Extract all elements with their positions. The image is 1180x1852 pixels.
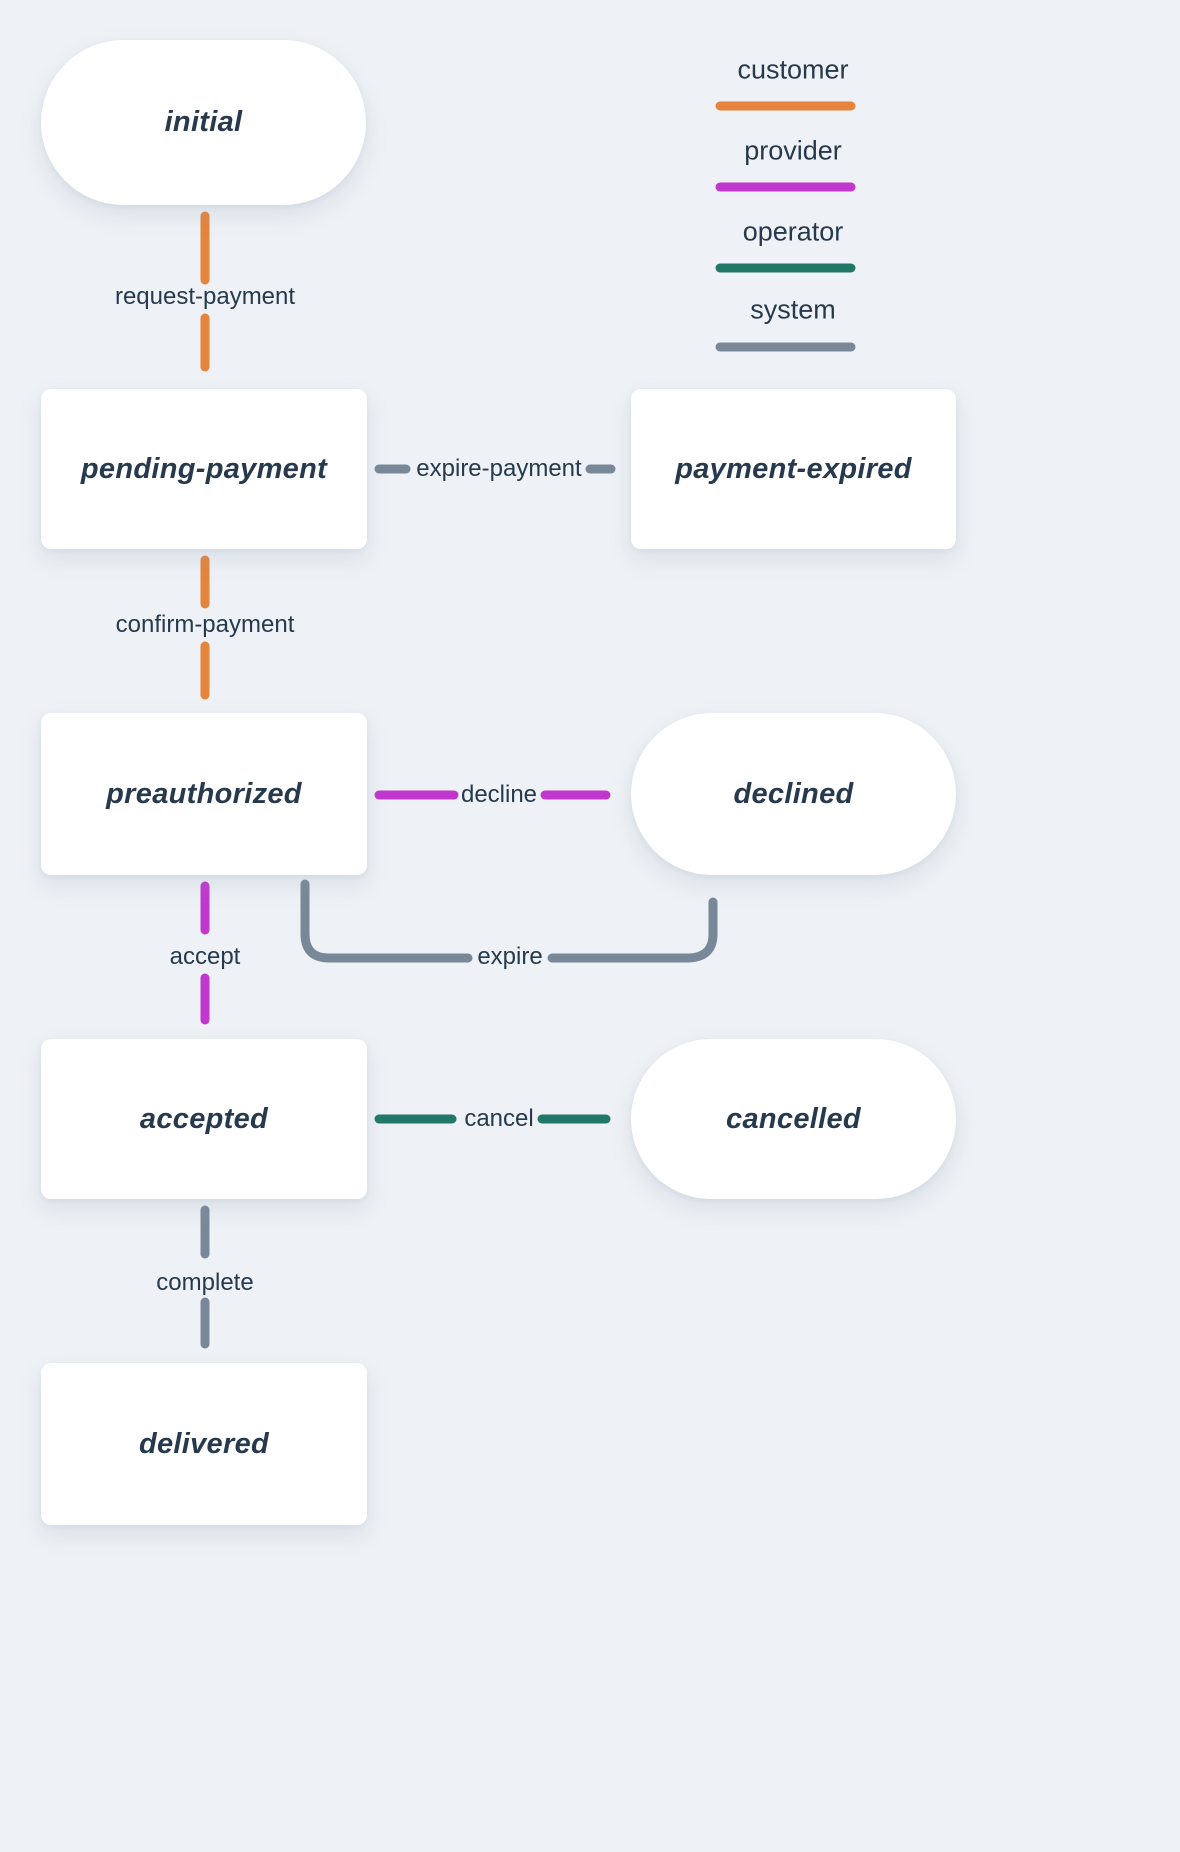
edge-label-accept: accept (169, 943, 241, 970)
legend-label-system: system (750, 294, 836, 325)
node-payment-expired: payment-expired (631, 389, 956, 549)
edge-expire-arrow (547, 897, 718, 963)
node-declined: declined (631, 713, 956, 875)
edge-label-expire-payment: expire-payment (416, 455, 582, 482)
legend-label-operator: operator (742, 216, 844, 247)
edge-label-confirm-payment: confirm-payment (115, 611, 295, 638)
legend-label-provider: provider (744, 135, 842, 166)
legend-label-customer: customer (737, 54, 849, 85)
node-preauthorized: preauthorized (41, 713, 367, 875)
edge-expire-line (300, 879, 473, 963)
edge-label-expire: expire (477, 943, 543, 970)
edge-label-cancel: cancel (464, 1105, 534, 1132)
node-cancelled: cancelled (631, 1039, 956, 1199)
node-delivered: delivered (41, 1363, 367, 1525)
node-pending-payment: pending-payment (41, 389, 367, 549)
edge-label-complete: complete (156, 1269, 254, 1296)
node-accepted: accepted (41, 1039, 367, 1199)
edge-label-decline: decline (460, 781, 538, 808)
edge-label-request-payment: request-payment (114, 283, 296, 310)
node-initial: initial (41, 40, 366, 205)
